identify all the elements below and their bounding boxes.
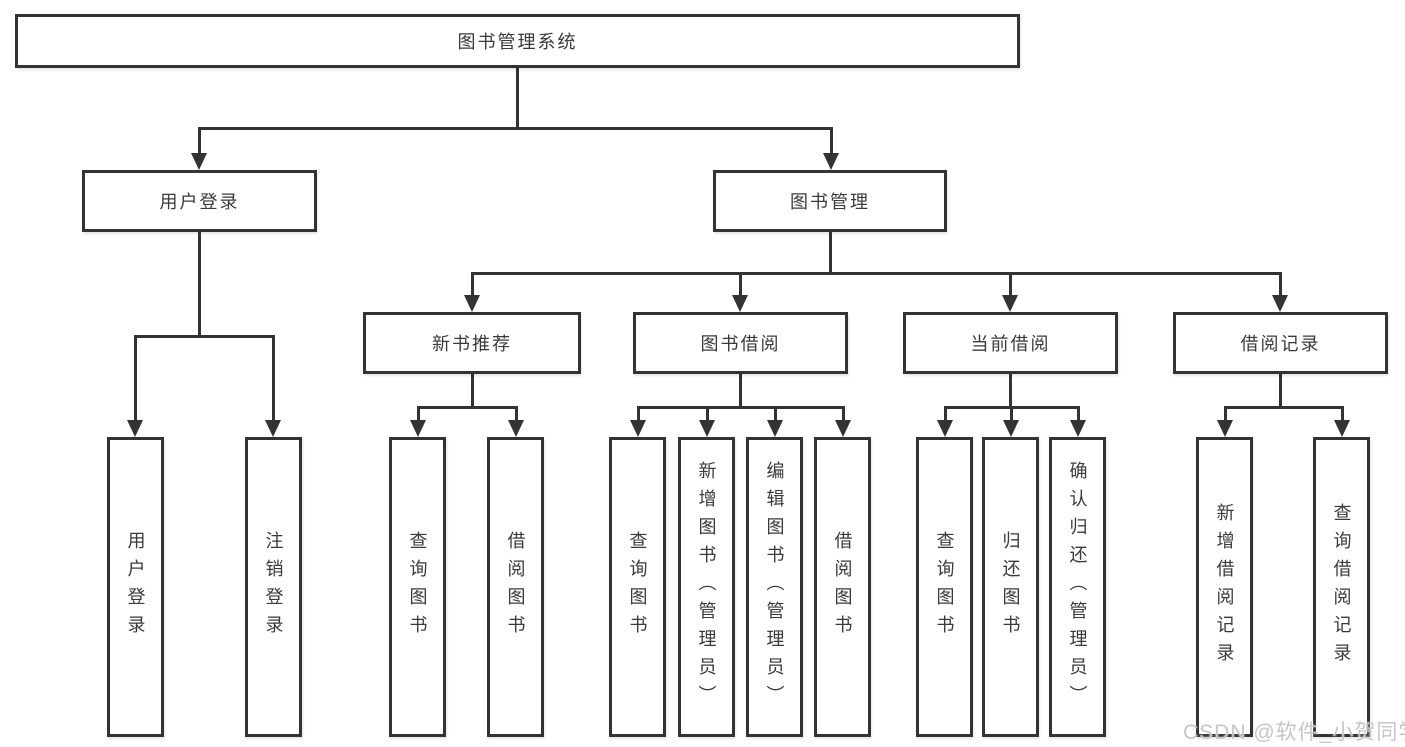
connector-drop [134,335,137,422]
leaf-label: 新增图书（管理员） [696,461,717,713]
leaf-label: 新增借阅记录 [1214,503,1235,671]
leaf-return-books: 归还图书 [982,437,1039,737]
arrowhead [1002,295,1018,312]
leaf-label: 确认归还（管理员） [1067,461,1088,713]
arrowhead [410,420,426,437]
arrowhead [835,420,851,437]
arrowhead [265,420,281,437]
arrowhead [1217,420,1233,437]
leaf-edit-book-admin: 编辑图书（管理员） [746,437,803,737]
connector-drop [417,406,420,422]
connector-drop [706,406,709,422]
leaf-label: 归还图书 [1000,531,1021,643]
node-library-management-system: 图书管理系统 [15,14,1020,68]
leaf-label: 借阅图书 [505,531,526,643]
leaf-add-borrow-record: 新增借阅记录 [1196,437,1253,737]
connector-drop [515,406,518,422]
connector-drop [830,127,833,155]
leaf-label: 注销登录 [263,531,284,643]
leaf-label: 编辑图书（管理员） [764,461,785,713]
arrowhead [191,153,207,170]
connector-bar [417,406,517,409]
arrowhead [464,295,480,312]
leaf-borrow-books-borrowing: 借阅图书 [814,437,871,737]
connector-drop [739,272,742,297]
leaf-query-borrow-record: 查询借阅记录 [1313,437,1370,737]
leaf-label: 借阅图书 [832,531,853,643]
connector-drop [1009,272,1012,297]
leaf-user-login: 用户登录 [107,437,164,737]
connector-drop [774,406,777,422]
node-book-management: 图书管理 [713,170,947,232]
connector-stem [471,374,474,409]
arrowhead [937,420,953,437]
leaf-label: 查询借阅记录 [1331,503,1352,671]
connector-stem [198,232,201,338]
connector-drop [1279,272,1282,297]
leaf-confirm-return-admin: 确认归还（管理员） [1049,437,1106,737]
connector-drop [1341,406,1344,422]
connector-drop [1010,406,1013,422]
connector-drop [198,127,201,155]
connector-stem [739,374,742,409]
connector-bar [471,272,1281,275]
arrowhead [1070,420,1086,437]
connector-bar [637,406,844,409]
leaf-label: 查询图书 [934,531,955,643]
node-user-login: 用户登录 [82,170,317,232]
arrowhead [767,420,783,437]
arrowhead [1334,420,1350,437]
connector-bar [1224,406,1343,409]
node-borrowing-records: 借阅记录 [1173,312,1388,374]
leaf-label: 查询图书 [627,531,648,643]
connector-drop [637,406,640,422]
connector-drop [842,406,845,422]
arrowhead [699,420,715,437]
arrowhead [732,295,748,312]
connector-bar [134,335,274,338]
leaf-label: 查询图书 [407,531,428,643]
leaf-label: 用户登录 [125,531,146,643]
connector-stem [1279,374,1282,409]
connector-stem [516,68,519,130]
connector-stem [829,232,832,275]
arrowhead [508,420,524,437]
connector-drop [471,272,474,297]
arrowhead [630,420,646,437]
connector-stem [1009,374,1012,409]
csdn-watermark: CSDN @软件_小贺同学 [1183,721,1405,744]
arrowhead [1272,295,1288,312]
leaf-add-book-admin: 新增图书（管理员） [678,437,735,737]
connector-drop [1077,406,1080,422]
node-book-borrowing: 图书借阅 [633,312,848,374]
leaf-query-books-recommend: 查询图书 [389,437,446,737]
arrowhead [823,153,839,170]
node-current-borrowing: 当前借阅 [903,312,1118,374]
arrowhead [1003,420,1019,437]
leaf-logout: 注销登录 [245,437,302,737]
leaf-borrow-books-recommend: 借阅图书 [487,437,544,737]
connector-bar [198,127,832,130]
connector-drop [944,406,947,422]
connector-drop [272,335,275,422]
node-new-book-recommendation: 新书推荐 [363,312,581,374]
leaf-query-books-borrowing: 查询图书 [609,437,666,737]
leaf-query-books-current: 查询图书 [916,437,973,737]
connector-drop [1224,406,1227,422]
arrowhead [127,420,143,437]
